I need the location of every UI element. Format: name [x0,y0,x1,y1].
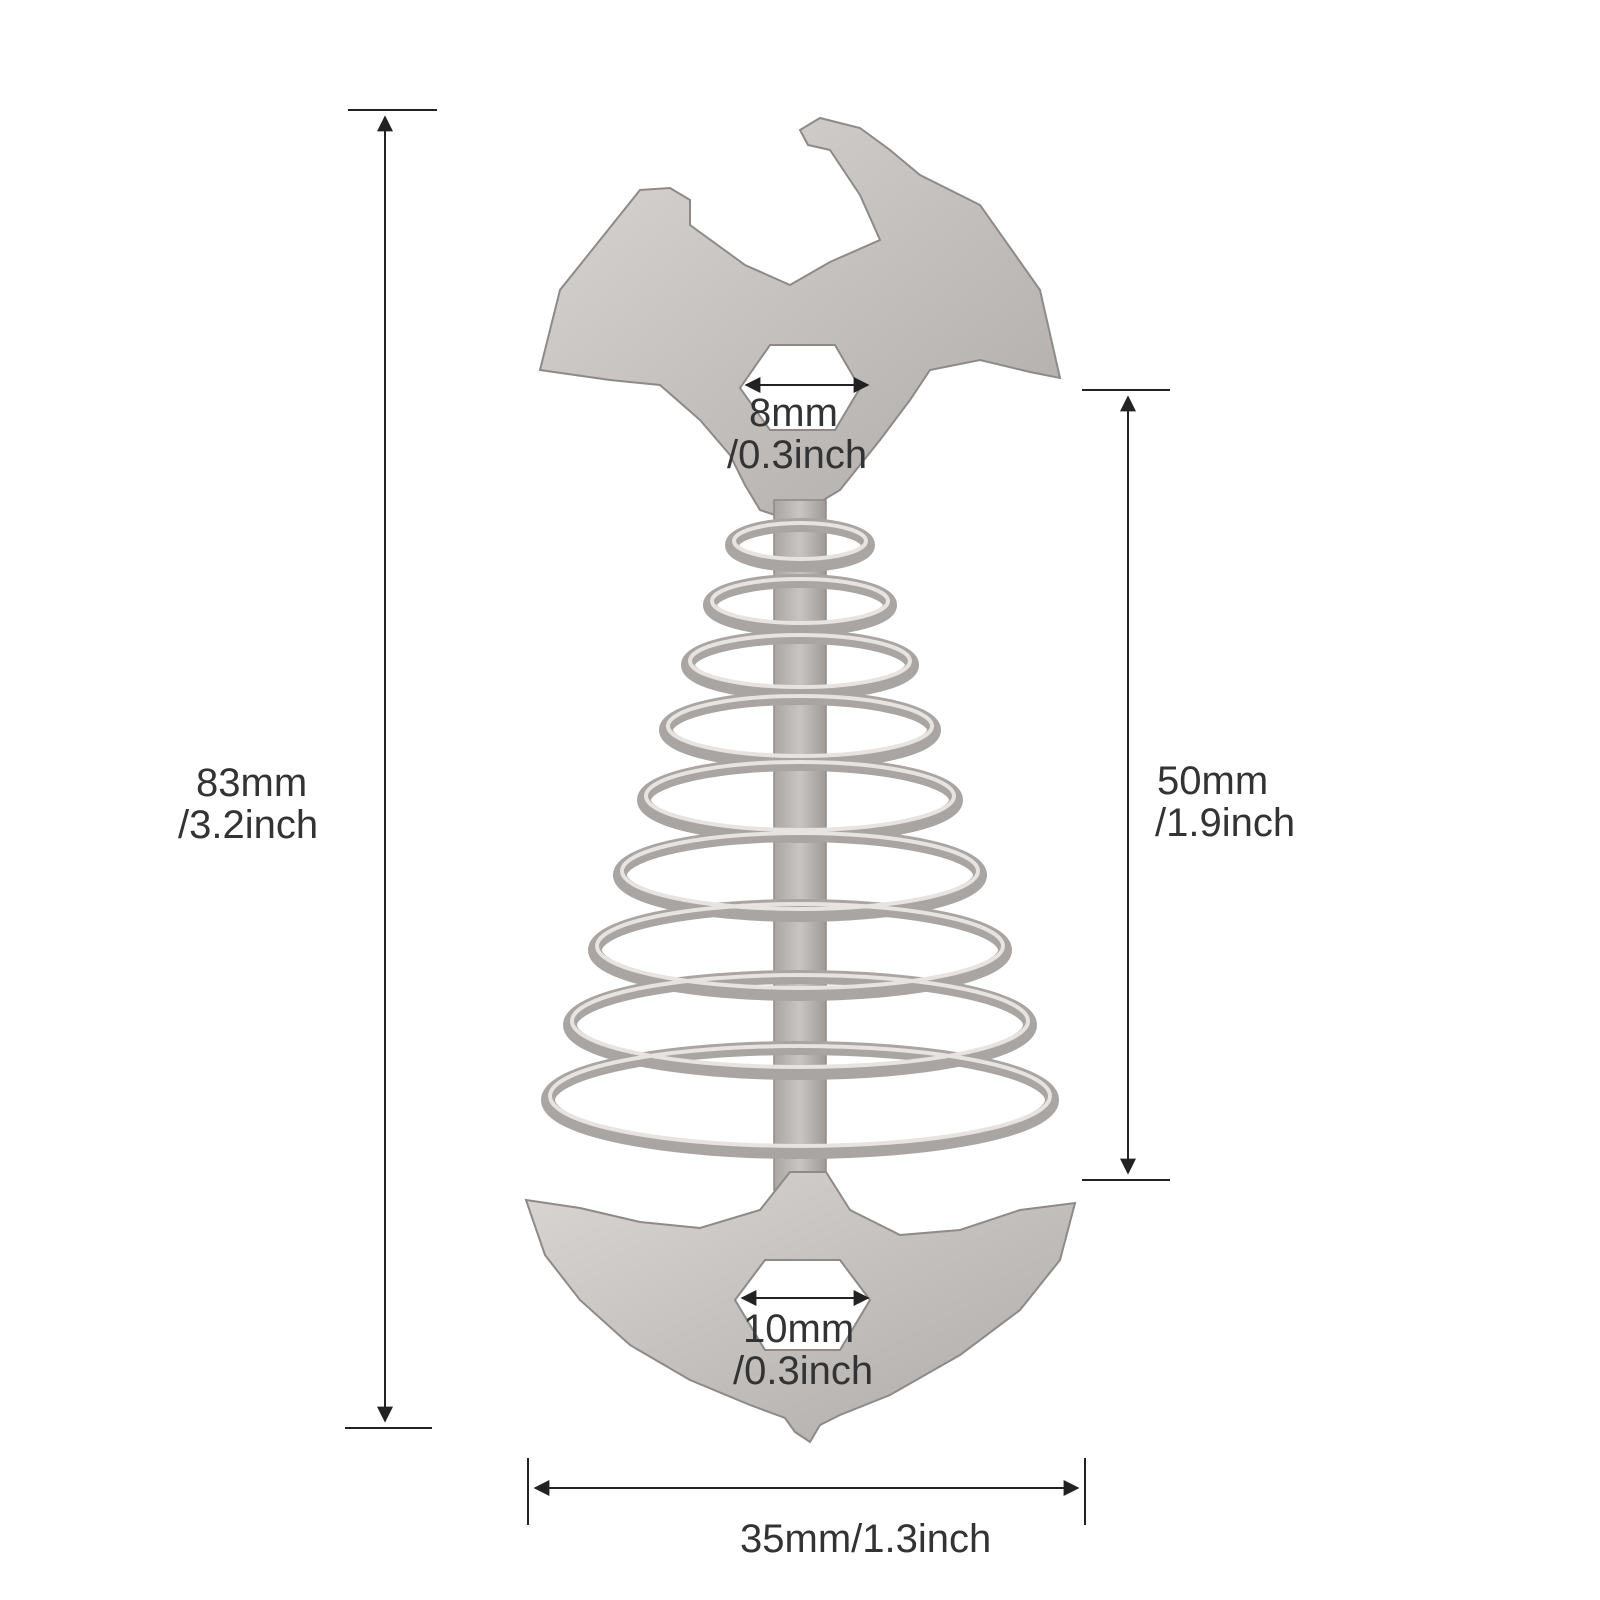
tent-stake-illustration [524,116,1077,1444]
spring-height-inch: /1.9inch [1155,801,1296,845]
width-label: 35mm/1.3inch [740,1517,992,1561]
spring-height-mm: 50mm [1157,759,1269,803]
dimension-lines [345,109,1170,1525]
total-height-inch: /3.2inch [178,803,319,847]
total-height-mm: 83mm [196,761,308,805]
spring-height-label: 50mm /1.9inch [1155,760,1295,844]
top-hex-mm: 8mm [749,391,838,435]
bottom-hex-mm: 10mm [743,1307,855,1351]
top-hex-label: 8mm /0.3inch [727,392,867,476]
spring-highlight [548,521,1052,1148]
total-height-label: 83mm /3.2inch [178,762,318,846]
bottom-plate [524,1171,1077,1444]
bottom-hex-inch: /0.3inch [733,1349,874,1393]
bottom-hex-label: 10mm /0.3inch [733,1308,873,1392]
center-stem [773,499,827,1191]
top-hex-inch: /0.3inch [727,433,868,477]
